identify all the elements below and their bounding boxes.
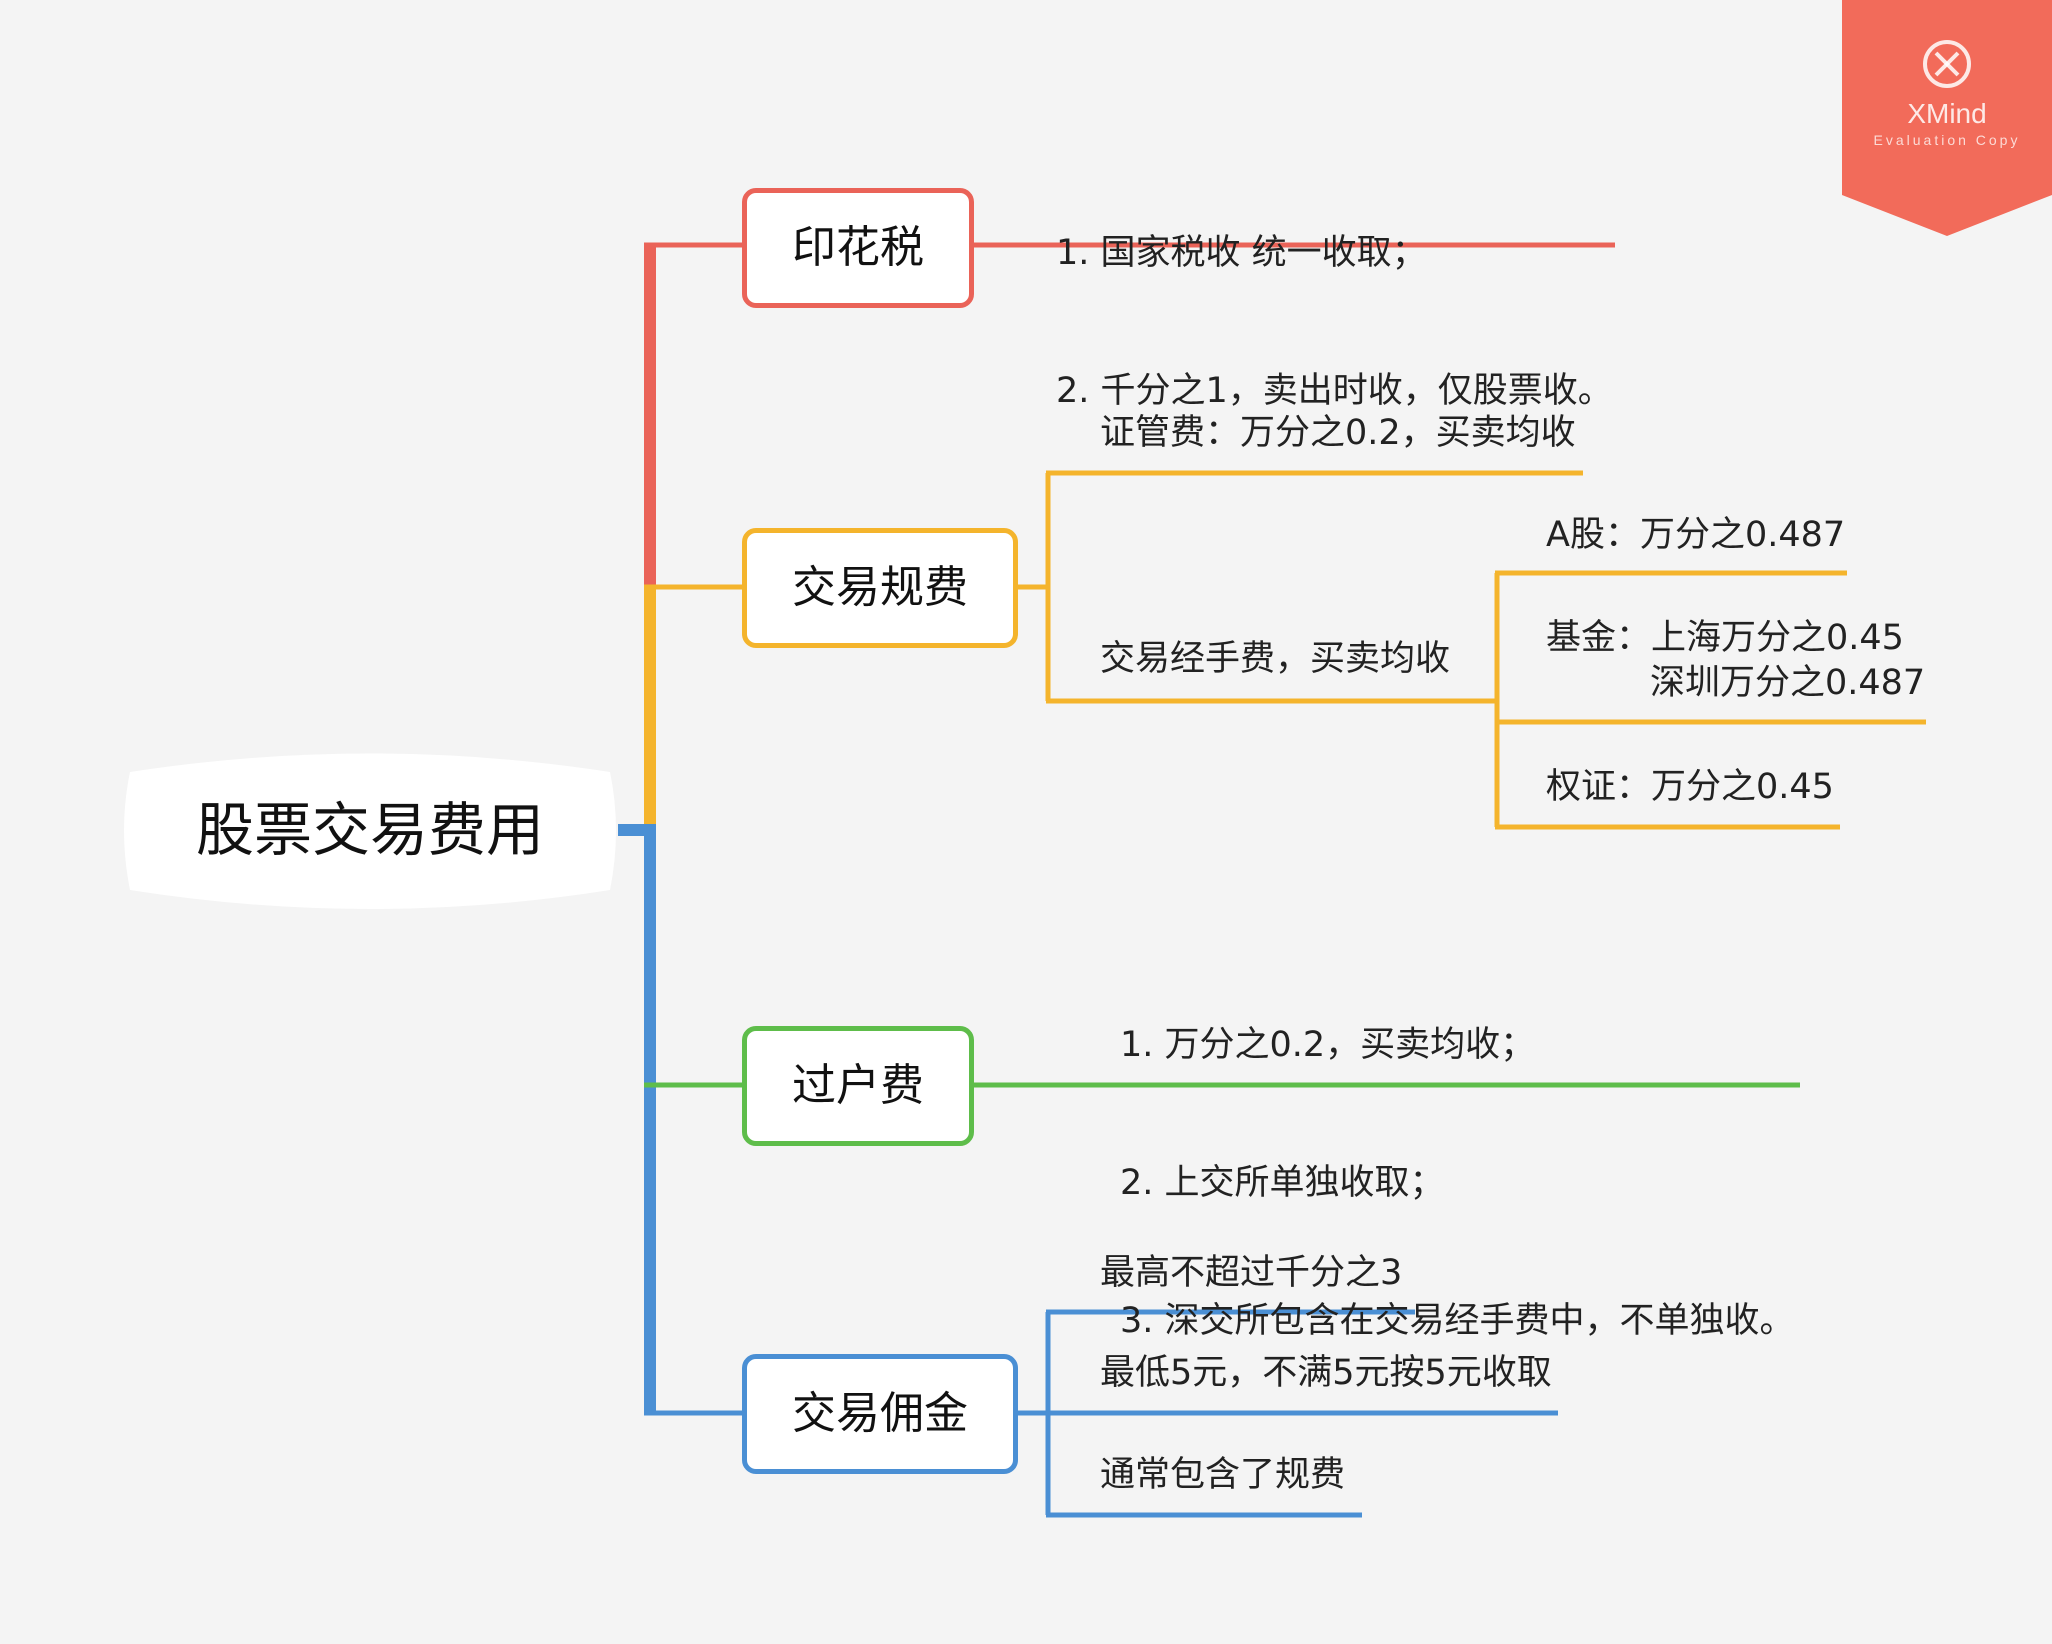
handling-fee-label: 交易经手费，买卖均收: [1100, 639, 1451, 679]
transfer-fee-note: 2. 上交所单独收取；: [1120, 1163, 1445, 1203]
topic-commission-label: 交易佣金: [792, 1388, 968, 1439]
transfer-fee-note: 1. 万分之0.2，买卖均收；: [1120, 1025, 1536, 1065]
fund-label-line1: 基金：上海万分之0.45: [1546, 618, 1904, 658]
topic-regulatory-fee[interactable]: 交易规费: [742, 528, 1018, 648]
stamp-tax-note: 2. 千分之1，卖出时收，仅股票收。: [1056, 371, 1613, 411]
root-node-shape: [124, 753, 616, 909]
warrant-label: 权证：万分之0.45: [1546, 767, 1834, 807]
commission-includes-label: 通常包含了规费: [1100, 1455, 1346, 1495]
topic-transfer-fee[interactable]: 过户费: [742, 1026, 974, 1146]
stamp-tax-note: 1. 国家税收 统一收取；: [1056, 233, 1427, 273]
badge-subtitle: Evaluation Copy: [1873, 132, 2021, 148]
topic-stamp-tax-label: 印花税: [792, 222, 924, 273]
transfer-fee-note: 3. 深交所包含在交易经手费中，不单独收。: [1120, 1301, 1795, 1341]
evaluation-badge: [1842, 0, 2052, 236]
fund-label-line2: 深圳万分之0.487: [1650, 663, 1926, 703]
transfer-fee-notes: 1. 万分之0.2，买卖均收； 2. 上交所单独收取； 3. 深交所包含在交易经…: [1120, 930, 1795, 1390]
securities-fee-label: 证管费：万分之0.2，买卖均收: [1100, 413, 1576, 453]
topic-stamp-tax[interactable]: 印花税: [742, 188, 974, 308]
commission-max-label: 最高不超过千分之3: [1100, 1253, 1403, 1293]
a-share-label: A股：万分之0.487: [1546, 515, 1846, 555]
commission-min-label: 最低5元，不满5元按5元收取: [1100, 1353, 1552, 1393]
badge-title: XMind: [1907, 98, 1987, 129]
topic-transfer-fee-label: 过户费: [792, 1060, 924, 1111]
close-icon: [1923, 40, 1971, 88]
root-topic: 股票交易费用: [195, 796, 544, 864]
stamp-tax-notes: 1. 国家税收 统一收取； 2. 千分之1，卖出时收，仅股票收。: [1056, 138, 1613, 460]
topic-regulatory-fee-label: 交易规费: [792, 562, 968, 613]
topic-commission[interactable]: 交易佣金: [742, 1354, 1018, 1474]
